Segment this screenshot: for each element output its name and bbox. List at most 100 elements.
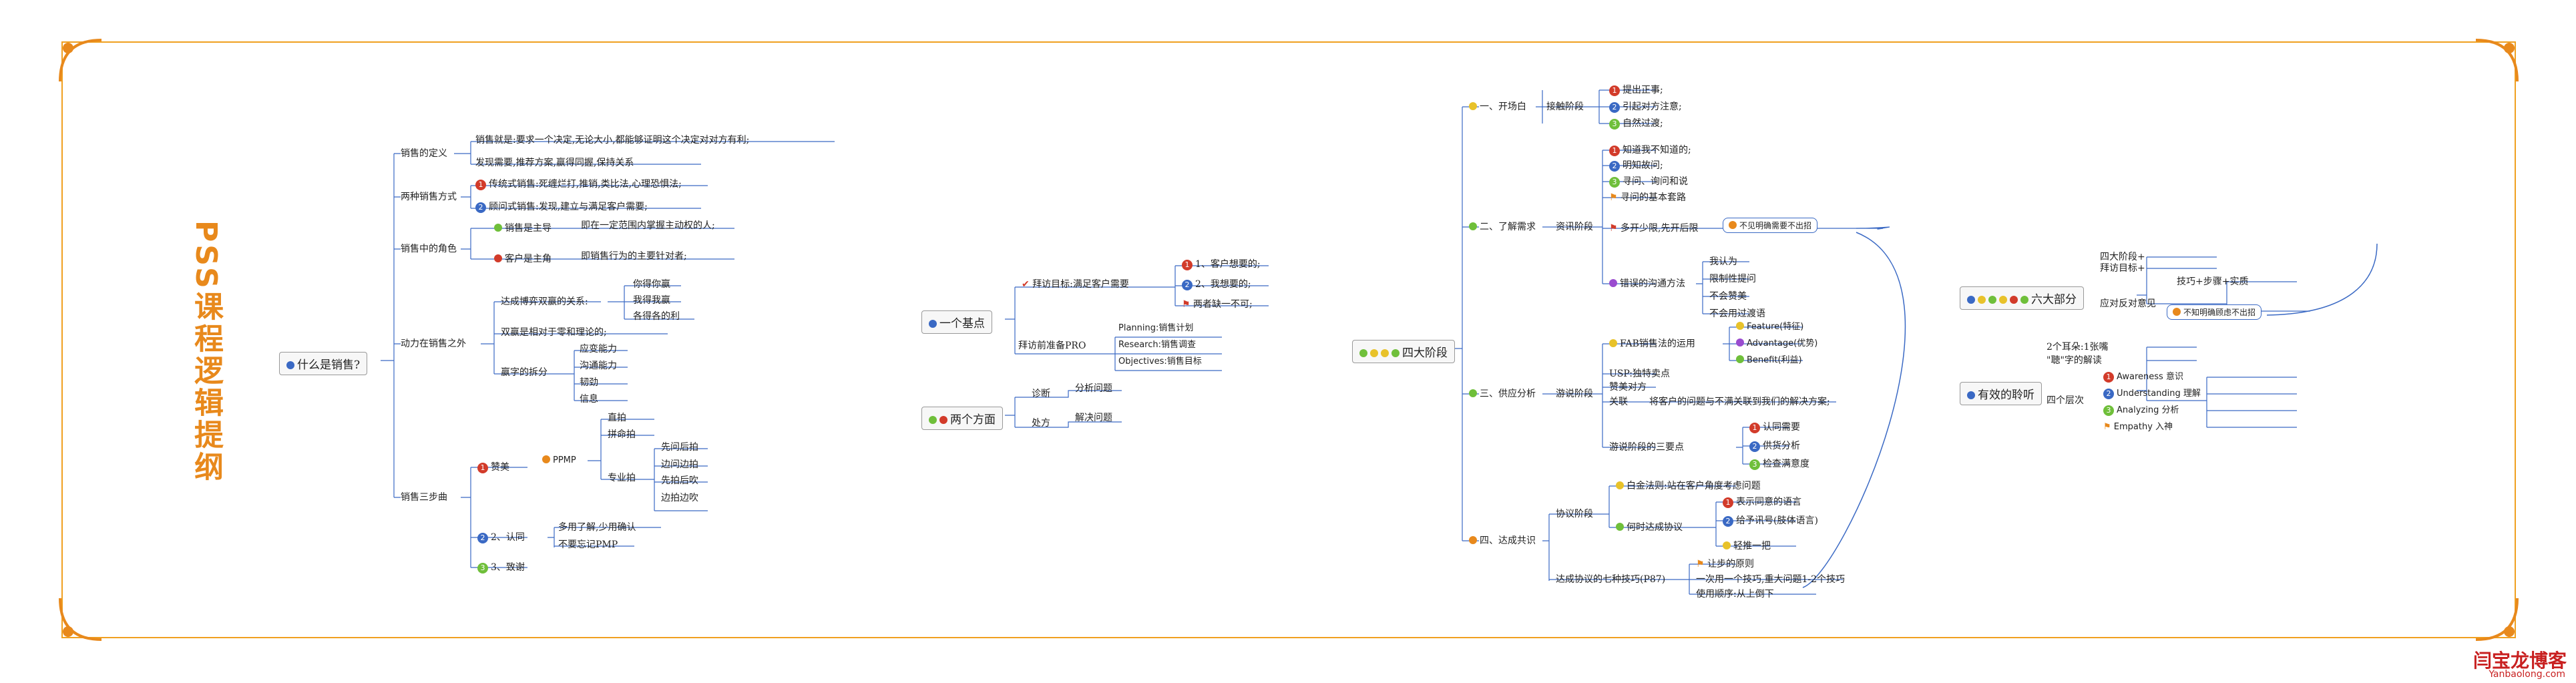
node-stage-sub[interactable]: 协议阶段: [1556, 509, 1593, 519]
root-node-one-base[interactable]: 一个基点: [921, 310, 992, 334]
node-fab-item[interactable]: Benefit(利益): [1736, 355, 1802, 366]
node-pro-prep[interactable]: 拜访前准备PRO: [1018, 340, 1086, 351]
node-diagnosis-item[interactable]: 分析问题: [1075, 383, 1112, 394]
node-def-item[interactable]: 发现需要,推荐方案,赢得同握,保持关系: [475, 158, 634, 168]
node-stage-analysis[interactable]: 三、供应分析: [1469, 389, 1536, 399]
node-ears[interactable]: 2个耳朵:1张嘴: [2047, 342, 2109, 353]
node-pro-prep-item[interactable]: Research:销售调查: [1118, 340, 1197, 350]
node-wrong-method[interactable]: 错误的沟通方法: [1609, 278, 1685, 289]
node-seven-item[interactable]: ⚑ 让步的原则: [1696, 559, 1755, 570]
node-win-item[interactable]: 你得你赢: [633, 279, 670, 290]
node-diagnosis[interactable]: 诊断: [1032, 389, 1050, 399]
node-pro-praise[interactable]: 专业拍: [608, 473, 636, 483]
node-pro-prep-item[interactable]: Planning:销售计划: [1118, 323, 1194, 333]
node-win-item[interactable]: 各得各的利: [633, 311, 680, 322]
node-ppmp-item[interactable]: 拼命拍: [608, 429, 636, 440]
node-confirm-item[interactable]: 多用了解,少用确认: [558, 522, 636, 533]
node-stage-sub[interactable]: 资讯阶段: [1556, 222, 1593, 232]
node-visit-goal[interactable]: ✔ 拜访目标:满足客户需要: [1022, 279, 1129, 290]
node-fab-item[interactable]: Feature(特征): [1736, 322, 1803, 332]
node-goal-item[interactable]: ⚑ 两者缺一不可;: [1182, 299, 1253, 310]
node-win-item[interactable]: 我得我赢: [633, 295, 670, 306]
node-stage-needs[interactable]: 二、了解需求: [1469, 222, 1536, 232]
node-agree-item[interactable]: 轻推一把: [1723, 541, 1771, 551]
node-split-item[interactable]: 应变能力: [580, 344, 617, 355]
node-split-item[interactable]: 信息: [580, 394, 598, 405]
node-two-methods[interactable]: 两种销售方式: [401, 192, 457, 202]
node-ppmp[interactable]: PPMP: [542, 455, 576, 466]
node-reply-objection[interactable]: 应对反对意见: [2100, 298, 2156, 309]
root-node-two-aspects[interactable]: 两个方面: [921, 407, 1003, 430]
node-four-levels[interactable]: 四个层次: [2047, 395, 2084, 406]
node-stage-sub[interactable]: 接触阶段: [1546, 101, 1584, 112]
node-stage-sub[interactable]: 游说阶段: [1556, 389, 1593, 399]
node-prescription-item[interactable]: 解决问题: [1075, 413, 1112, 423]
node-wrong-item[interactable]: 不会赞美: [1709, 291, 1747, 302]
node-ppmp-item[interactable]: 直拍: [608, 413, 626, 423]
callout-no-move[interactable]: 不见明确需要不出招: [1723, 218, 1818, 233]
node-praise-other[interactable]: 赞美对方: [1609, 382, 1647, 393]
root-node-what-is-sales[interactable]: 什么是销售?: [279, 352, 368, 375]
node-wrong-item[interactable]: 我认为: [1709, 256, 1737, 267]
node-seven-item[interactable]: 一次用一个技巧,重大问题1-2个技巧: [1696, 574, 1845, 585]
node-role[interactable]: 客户是主角: [494, 254, 552, 264]
callout-unknown-concern[interactable]: 不知明确顾虑不出招: [2167, 304, 2262, 320]
node-reply-item[interactable]: 技巧+步骤+实质: [2177, 276, 2249, 287]
node-pro-prep-item[interactable]: Objectives:销售目标: [1118, 357, 1202, 367]
node-pro-item[interactable]: 先问后拍: [661, 442, 698, 453]
node-seven-skills[interactable]: 达成协议的七种技巧(P87): [1556, 574, 1666, 585]
node-zero-sum[interactable]: 双赢是相对于零和理论的;: [501, 327, 607, 338]
root-node-six-parts[interactable]: 六大部分: [1960, 286, 2084, 310]
node-open-first[interactable]: ⚑ 多开少限,先开后限: [1609, 223, 1699, 234]
node-prescription[interactable]: 处方: [1032, 418, 1050, 429]
node-link-text[interactable]: 将客户的问题与不满关联到我们的解决方案;: [1649, 397, 1830, 407]
node-level-item[interactable]: ⚑ Empathy 入神: [2103, 422, 2173, 432]
node-roles[interactable]: 销售中的角色: [401, 244, 457, 254]
node-role-desc[interactable]: 即在一定范围内掌握主动权的人;: [581, 220, 715, 231]
node-six-item[interactable]: 四大阶段+: [2100, 252, 2145, 262]
node-when-agree[interactable]: 何时达成协议: [1616, 522, 1683, 533]
node-three-steps[interactable]: 销售三步曲: [401, 492, 447, 503]
node-fab[interactable]: FAB销售法的运用: [1609, 338, 1695, 349]
node-fab-item[interactable]: Advantage(优势): [1736, 338, 1817, 349]
node-split[interactable]: 赢字的拆分: [501, 367, 548, 378]
node-platinum-rule[interactable]: 白金法则:站在客户角度考虑问题: [1616, 481, 1761, 491]
node-link[interactable]: 关联: [1609, 397, 1628, 407]
node-seven-item[interactable]: 使用顺序:从上倒下: [1696, 589, 1774, 600]
node-split-item[interactable]: 沟通能力: [580, 361, 617, 371]
node-wrong-item[interactable]: 限制性提问: [1709, 274, 1756, 284]
node-def-item[interactable]: 销售就是:要求一个决定,无论大小,都能够证明这个决定对对方有利;: [475, 135, 750, 146]
root-node-four-stages[interactable]: 四大阶段: [1352, 340, 1455, 363]
node-stage-consensus[interactable]: 四、达成共识: [1469, 535, 1536, 546]
node-role[interactable]: 销售是主导: [494, 223, 552, 234]
node-sales-definition[interactable]: 销售的定义: [401, 148, 447, 159]
node-win[interactable]: 达成博弈双赢的关系:: [501, 296, 588, 307]
node-split-item[interactable]: 韧劲: [580, 377, 598, 388]
node-wrong-item[interactable]: 不会用过渡语: [1709, 308, 1765, 319]
node-confirm-item[interactable]: 不要忘记PMP: [558, 539, 618, 550]
node-needs-item[interactable]: ⚑ 寻问的基本套路: [1609, 192, 1687, 203]
node-usp[interactable]: USP:独特卖点: [1609, 369, 1671, 379]
node-role-desc[interactable]: 即销售行为的主要针对者;: [581, 251, 687, 262]
node-pro-item[interactable]: 边拍边吹: [661, 493, 698, 503]
node-pro-item[interactable]: 先拍后吹: [661, 475, 698, 486]
node-character[interactable]: "聴"字的解读: [2047, 355, 2102, 366]
